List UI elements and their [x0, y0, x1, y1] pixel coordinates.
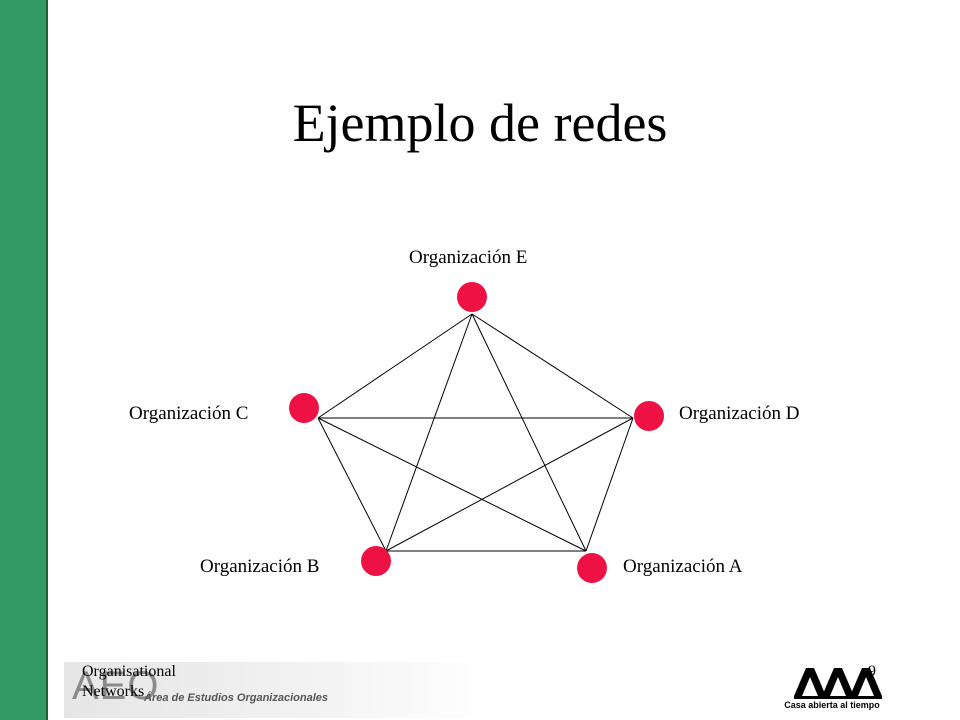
node-B: [361, 546, 391, 576]
edge-E-B: [385, 313, 473, 552]
footer-note: Organisational Networks: [82, 663, 176, 700]
nodes-layer: [289, 282, 664, 583]
page-number: 9: [868, 663, 876, 680]
node-label-C: Organización C: [129, 403, 249, 424]
node-label-A: Organización A: [623, 556, 743, 577]
node-A: [577, 553, 607, 583]
edge-D-B: [385, 417, 634, 552]
edge-C-B: [317, 417, 387, 552]
edge-E-A: [471, 313, 587, 552]
aeo-banner: AEO Área de Estudios Organizacionales: [64, 662, 492, 718]
node-C: [289, 393, 319, 423]
node-label-D: Organización D: [679, 403, 800, 424]
edge-D-A: [585, 417, 634, 552]
edge-C-A: [317, 417, 587, 552]
aeo-logo: AEO: [72, 664, 160, 708]
green-sidebar: [0, 0, 48, 720]
node-D: [634, 401, 664, 431]
slide-title: Ejemplo de redes: [292, 93, 668, 153]
uam-logo-icon: [794, 668, 882, 699]
aeo-banner-text: Área de Estudios Organizacionales: [144, 692, 329, 704]
node-label-B: Organización B: [200, 556, 320, 577]
node-E: [457, 282, 487, 312]
node-label-E: Organización E: [409, 247, 528, 268]
edge-E-C: [317, 313, 473, 419]
uam-tagline: Casa abierta al tiempo: [784, 700, 880, 710]
edge-E-D: [471, 313, 634, 419]
edges-layer: [317, 313, 634, 552]
